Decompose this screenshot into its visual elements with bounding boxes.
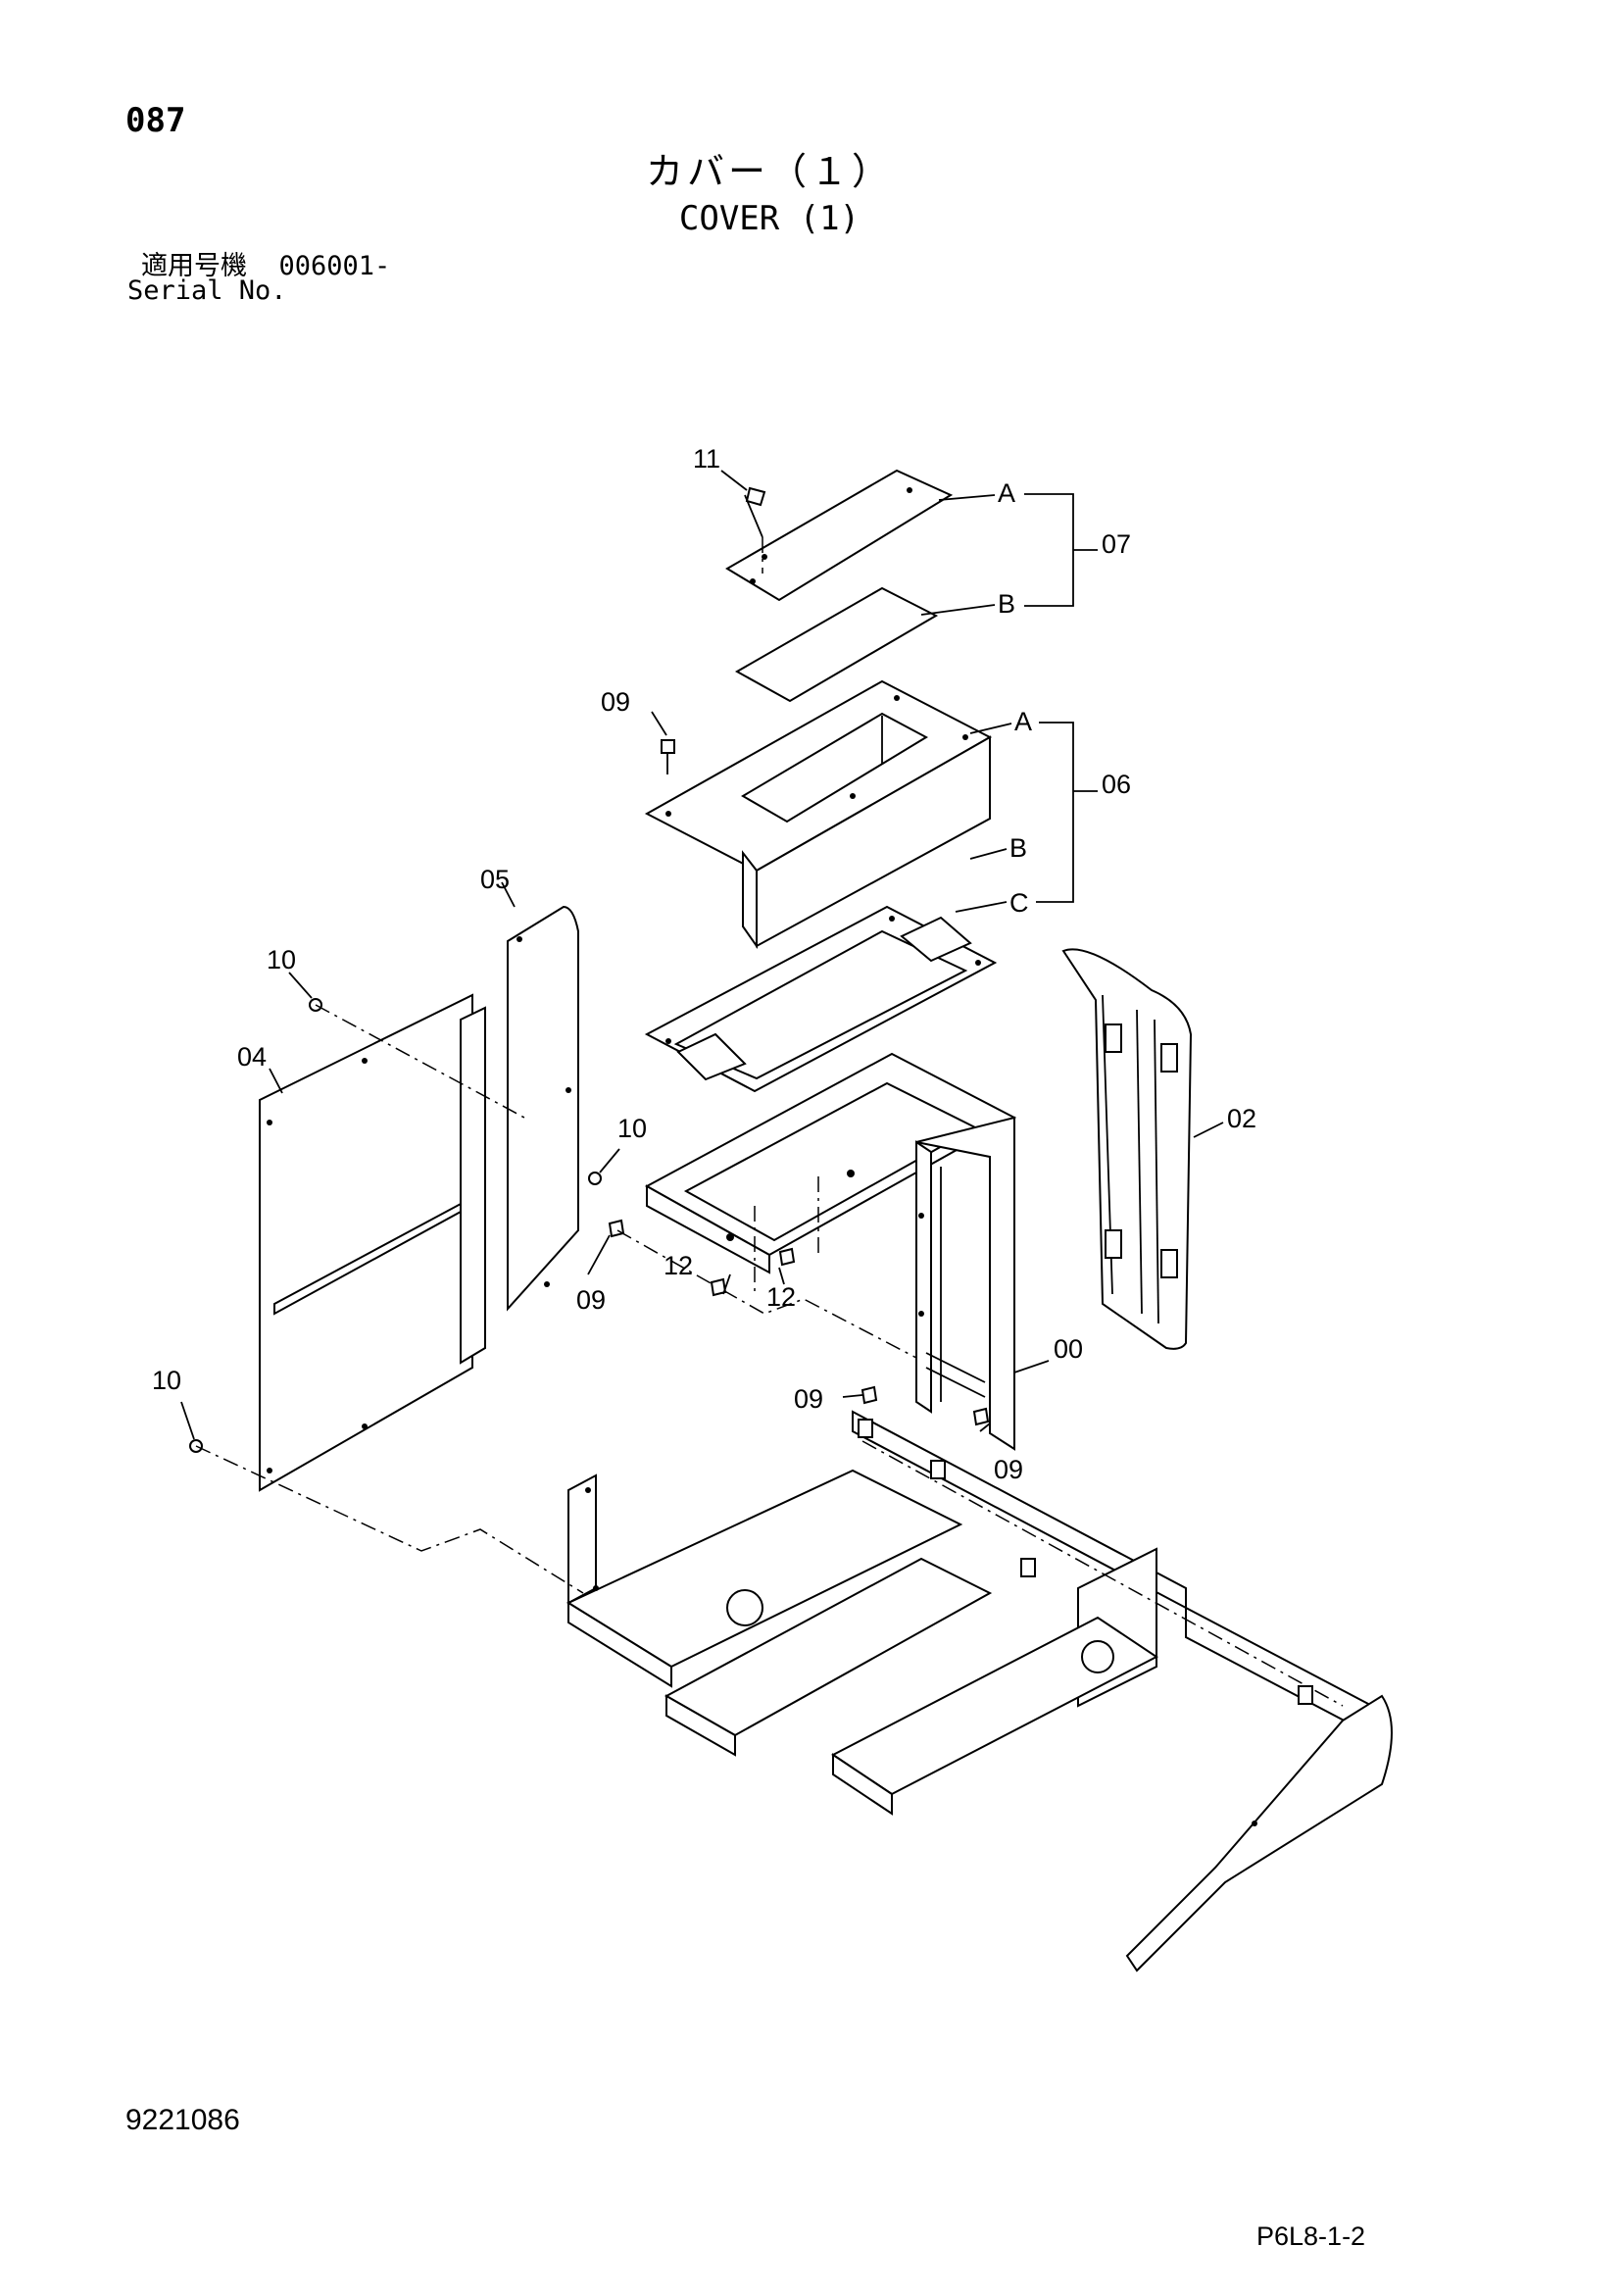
callout-10-middle: 10 xyxy=(617,1114,647,1143)
callout-labels: 11 A B 07 09 A B C 06 05 10 04 02 10 09 … xyxy=(152,444,1256,1484)
screw-09-lower-left xyxy=(861,1385,878,1405)
bolt-09-top xyxy=(661,739,675,774)
document-number: 9221086 xyxy=(125,2104,240,2136)
callout-11: 11 xyxy=(693,444,720,474)
callout-06-b: B xyxy=(1009,833,1027,863)
callout-02: 02 xyxy=(1227,1104,1256,1133)
callout-06-a: A xyxy=(1014,707,1032,736)
screw-10-lower xyxy=(189,1439,584,1594)
callout-06: 06 xyxy=(1102,770,1131,799)
callout-00: 00 xyxy=(1054,1334,1083,1364)
callout-07-a: A xyxy=(998,478,1015,508)
callout-12-right: 12 xyxy=(766,1282,796,1312)
part-04-cover xyxy=(259,993,486,1492)
screw-12 xyxy=(710,1176,819,1297)
part-02-side-cover xyxy=(1061,948,1193,1350)
callout-07: 07 xyxy=(1102,529,1131,559)
callout-09-lower-left: 09 xyxy=(794,1384,823,1414)
callout-09-top: 09 xyxy=(601,687,630,717)
callout-06-c: C xyxy=(1009,888,1029,918)
callout-05: 05 xyxy=(480,865,510,894)
screw-09-left xyxy=(608,1219,917,1359)
screw-09-lower-right xyxy=(972,1407,990,1426)
callout-10-lower: 10 xyxy=(152,1366,181,1395)
page-number: 087 xyxy=(125,101,186,140)
part-05-panel xyxy=(507,905,579,1312)
part-06-gasket xyxy=(644,905,998,1093)
bolt-11 xyxy=(744,486,766,574)
callout-07-b: B xyxy=(998,589,1015,619)
serial-label-english: Serial No. xyxy=(127,275,287,306)
page-title-japanese: カバー（１） xyxy=(645,150,893,193)
part-07-gasket xyxy=(734,586,939,703)
serial-value: 006001- xyxy=(278,251,391,281)
callout-10-upper: 10 xyxy=(267,945,296,974)
callout-09-left: 09 xyxy=(576,1285,606,1315)
screw-10-upper xyxy=(309,998,525,1119)
screw-10-middle xyxy=(588,1172,602,1185)
part-07-lid xyxy=(725,469,954,602)
callout-12-left: 12 xyxy=(664,1251,693,1280)
serial-range: 適用号機 006001- xyxy=(141,253,390,279)
page-title-english: COVER (1) xyxy=(678,199,861,238)
callout-04: 04 xyxy=(237,1042,267,1072)
part-00-frame xyxy=(644,1052,1017,1451)
page-code: P6L8-1-2 xyxy=(1256,2221,1366,2251)
callout-09-lower-right: 09 xyxy=(994,1455,1023,1484)
leader-lines xyxy=(180,470,1224,1440)
base-frame xyxy=(566,1410,1393,1972)
part-06-duct xyxy=(644,679,993,950)
serial-label-japanese: 適用号機 xyxy=(141,251,247,281)
